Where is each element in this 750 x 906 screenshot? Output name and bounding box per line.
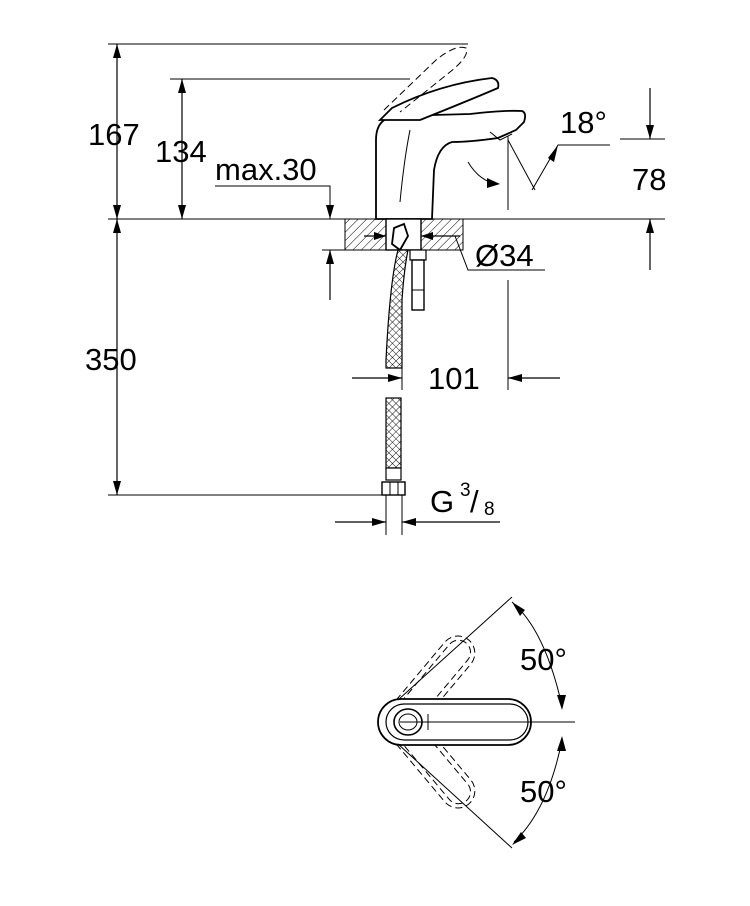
arrow bbox=[512, 832, 526, 845]
arrow bbox=[326, 205, 334, 219]
dim-label-total-height: 167 bbox=[88, 117, 140, 152]
angle-line-upper bbox=[397, 596, 513, 701]
arrow bbox=[557, 695, 566, 710]
dim-label-angle-lower: 50° bbox=[520, 774, 567, 809]
arrow bbox=[372, 518, 386, 526]
arrow bbox=[557, 736, 566, 751]
arrow bbox=[646, 219, 654, 233]
angle-arc bbox=[467, 161, 499, 185]
dim-label-angle-upper: 50° bbox=[520, 642, 567, 677]
top-view: 50° 50° bbox=[377, 596, 575, 849]
angle-line-lower bbox=[397, 743, 513, 849]
flexible-hose-upper bbox=[385, 249, 409, 369]
dim-label-outlet-height: 78 bbox=[632, 162, 666, 197]
arrow bbox=[178, 205, 186, 219]
arrow bbox=[113, 219, 121, 233]
arrow bbox=[421, 232, 433, 240]
dim-label-hole-diameter: Ø34 bbox=[475, 238, 534, 273]
arrow bbox=[113, 481, 121, 495]
side-view: 167 134 350 max.30 Ø34 bbox=[85, 43, 666, 535]
arrow bbox=[548, 145, 558, 162]
leader-diameter bbox=[454, 235, 545, 271]
thread-numerator: 3 bbox=[460, 480, 471, 501]
aerator bbox=[489, 131, 513, 141]
dim-label-connection: G 3 / 8 bbox=[430, 480, 495, 520]
fixing-nut bbox=[391, 222, 409, 252]
thread-separator: / bbox=[470, 484, 479, 519]
tap-body-highlight bbox=[399, 129, 411, 203]
leader-angle bbox=[531, 144, 610, 191]
arrow bbox=[388, 374, 402, 382]
arrow bbox=[402, 518, 416, 526]
leader-max-thickness bbox=[215, 185, 331, 219]
arrow bbox=[374, 232, 386, 240]
arrow bbox=[646, 125, 654, 139]
angle-line bbox=[507, 139, 536, 191]
arrow bbox=[512, 602, 525, 616]
tap-lever-open-position bbox=[383, 46, 468, 113]
arrow bbox=[508, 374, 522, 382]
thread-denominator: 8 bbox=[484, 499, 495, 520]
dim-label-hose-length: 350 bbox=[85, 342, 137, 377]
flexible-hose-lower bbox=[385, 397, 402, 469]
fixing-stud-top bbox=[409, 249, 427, 261]
arrow bbox=[113, 205, 121, 219]
hose-connector-nut bbox=[381, 481, 406, 496]
dim-label-max-thickness: max.30 bbox=[215, 152, 317, 187]
arrow bbox=[178, 79, 186, 93]
dim-label-projection: 101 bbox=[428, 361, 480, 396]
tap-body bbox=[375, 109, 527, 220]
hose-ferrule bbox=[385, 467, 402, 481]
arrow bbox=[487, 178, 500, 188]
arrow bbox=[326, 250, 334, 264]
dim-label-angle: 18° bbox=[560, 105, 607, 140]
fixing-stud bbox=[411, 259, 425, 311]
thread-letter: G bbox=[430, 484, 454, 519]
arrow bbox=[113, 44, 121, 58]
tap-lever bbox=[377, 77, 500, 121]
dim-label-spout-height: 134 bbox=[155, 134, 207, 169]
